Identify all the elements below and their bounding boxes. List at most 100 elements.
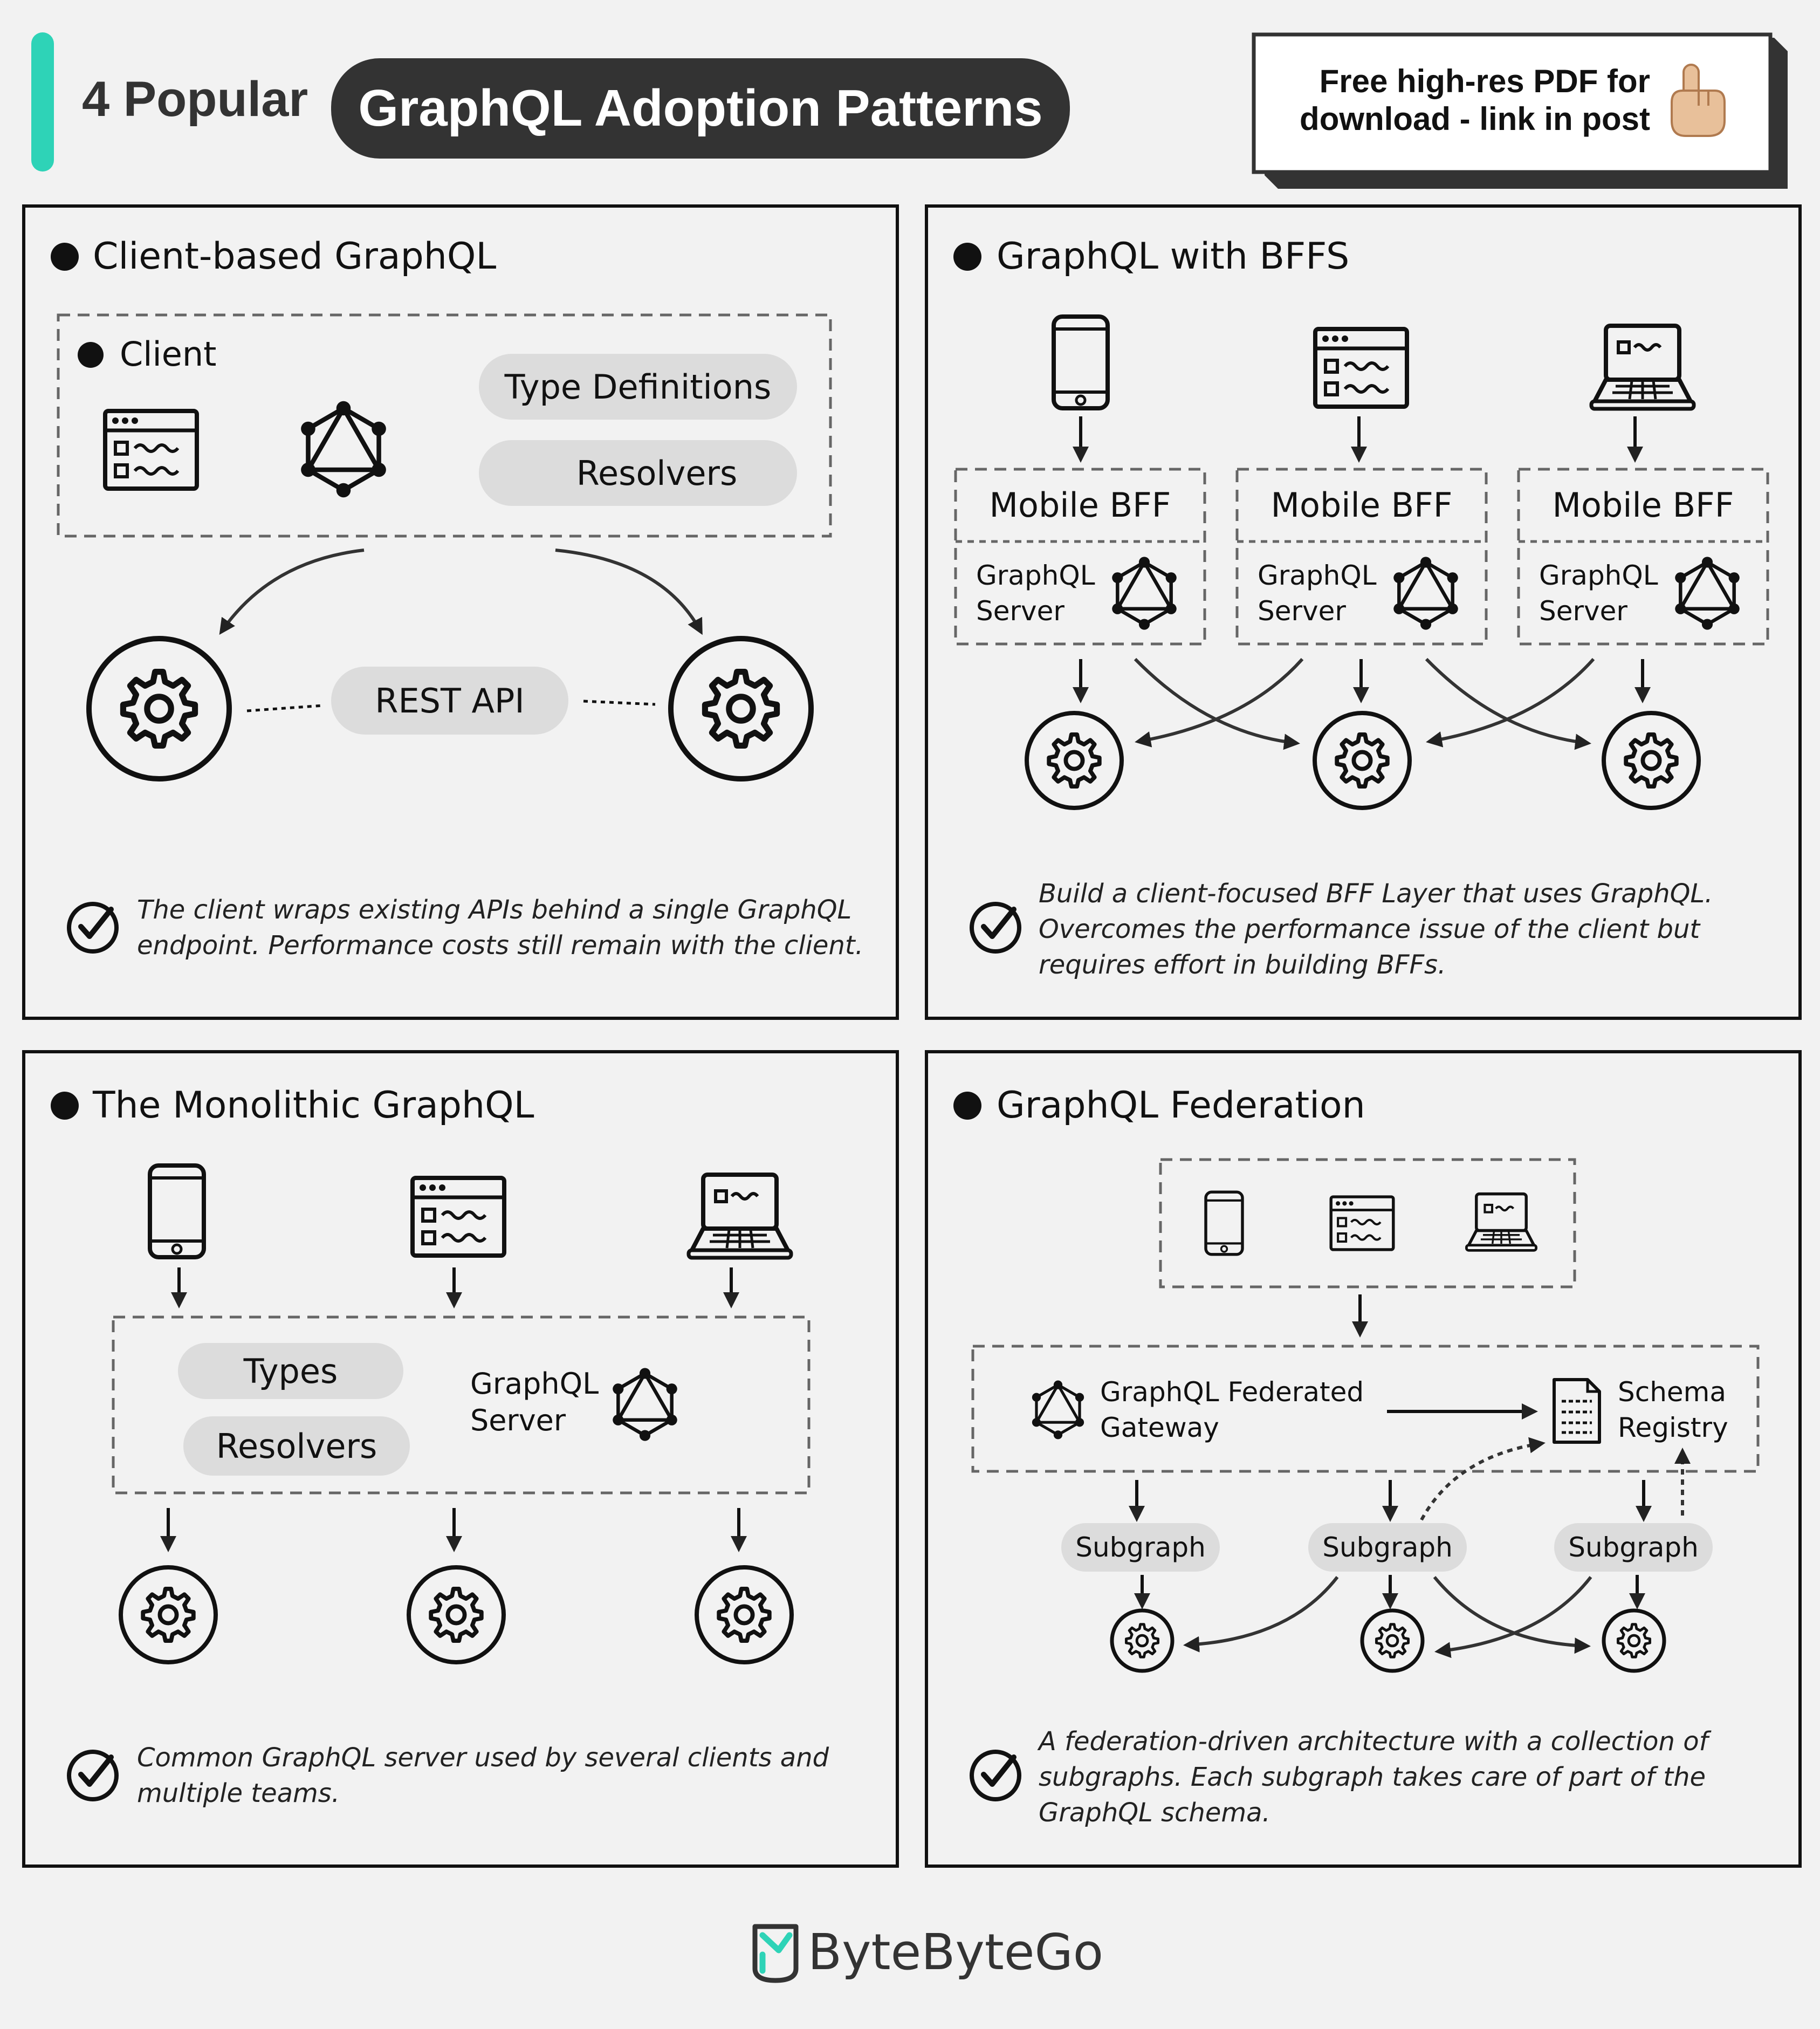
- laptop-icon: [689, 1175, 791, 1258]
- schema-registry-label: Schema Registry: [1618, 1374, 1728, 1445]
- service-gear-icon: [1360, 1608, 1425, 1673]
- types-pill: Types: [178, 1343, 403, 1399]
- desc-line: endpoint. Performance costs still remain…: [137, 930, 863, 961]
- brand-name: ByteByteGo: [808, 1923, 1104, 1981]
- dotted-arrow: [1420, 1437, 1546, 1521]
- check-icon: [972, 904, 1019, 951]
- bff-name: Mobile BFF: [1270, 485, 1453, 525]
- arrow: [1134, 657, 1300, 750]
- panel-description: Common GraphQL server used by several cl…: [137, 1740, 829, 1811]
- bullet-icon: [78, 342, 104, 368]
- bff-name: Mobile BFF: [1552, 485, 1734, 525]
- label-line: Server: [1258, 595, 1346, 627]
- label-line: Registry: [1618, 1412, 1728, 1443]
- browser-icon: [413, 1178, 504, 1256]
- panel-heading: GraphQL with BFFS: [997, 235, 1350, 278]
- accent-bar: [31, 32, 54, 172]
- bytebytego-logo-icon: [752, 1924, 799, 1983]
- label-line: Server: [1539, 595, 1627, 627]
- bff-server-label: GraphQL Server: [976, 558, 1095, 629]
- check-icon: [69, 1752, 116, 1799]
- desc-line: GraphQL schema.: [1039, 1798, 1270, 1828]
- panel-description: A federation-driven architecture with a …: [1039, 1724, 1708, 1831]
- arrow: [1183, 1576, 1339, 1653]
- panel-heading: GraphQL Federation: [997, 1084, 1365, 1127]
- bullet-icon: [51, 1092, 79, 1120]
- bff-server-label: GraphQL Server: [1539, 558, 1658, 629]
- check-icon: [972, 1752, 1019, 1799]
- arrow: [1433, 1576, 1591, 1654]
- graphql-logo-icon: [301, 401, 386, 498]
- phone-icon: [150, 1166, 204, 1257]
- desc-line: requires effort in building BFFs.: [1039, 950, 1446, 980]
- service-gear-icon: [1110, 1608, 1175, 1673]
- promo-line: Free high-res PDF for: [1319, 63, 1650, 99]
- panel-federation: [925, 1050, 1802, 1868]
- desc-line: The client wraps existing APIs behind a …: [137, 895, 852, 925]
- label-line: Schema: [1618, 1376, 1727, 1408]
- promo-line: download - link in post: [1300, 101, 1650, 137]
- panel-client-based: [22, 204, 899, 1020]
- browser-icon: [105, 411, 197, 489]
- arrow: [1426, 658, 1595, 748]
- monolith-dashed-box: [112, 1315, 811, 1495]
- bff-box: [1235, 468, 1488, 646]
- graphql-logo-icon: [1112, 557, 1177, 629]
- arrow: [1425, 657, 1591, 750]
- desc-line: Build a client-focused BFF Layer that us…: [1039, 879, 1713, 909]
- laptop-icon: [1591, 326, 1694, 409]
- dotted-link: [246, 704, 324, 712]
- rest-api-pill: REST API: [331, 667, 568, 735]
- label-line: Server: [976, 595, 1064, 627]
- resolvers-pill: Resolvers: [183, 1416, 410, 1476]
- panel-description: The client wraps existing APIs behind a …: [137, 892, 863, 963]
- dotted-link: [583, 700, 656, 706]
- label-line: Server: [470, 1403, 566, 1437]
- gateway-dashed-box: [971, 1345, 1760, 1473]
- service-gear-icon: [695, 1565, 794, 1664]
- arrow: [555, 549, 703, 635]
- title-prefix: 4 Popular: [82, 72, 308, 127]
- phone-icon: [1206, 1192, 1242, 1255]
- client-label: Client: [120, 334, 217, 374]
- arrow: [1135, 658, 1304, 748]
- service-gear-icon: [119, 1565, 218, 1664]
- subgraph-pill: Subgraph: [1554, 1523, 1713, 1572]
- bff-name: Mobile BFF: [989, 485, 1171, 525]
- panel-heading: Client-based GraphQL: [93, 235, 497, 278]
- desc-line: Common GraphQL server used by several cl…: [137, 1743, 829, 1773]
- type-definitions-pill: Type Definitions: [479, 354, 797, 420]
- bullet-icon: [953, 243, 981, 271]
- page-title: GraphQL Adoption Patterns: [331, 58, 1070, 159]
- subgraph-pill: Subgraph: [1308, 1523, 1467, 1572]
- bullet-icon: [953, 1092, 981, 1120]
- desc-line: subgraphs. Each subgraph takes care of p…: [1039, 1762, 1706, 1792]
- service-gear-icon: [1602, 1608, 1666, 1673]
- browser-icon: [1331, 1197, 1393, 1250]
- graphql-logo-icon: [1675, 557, 1740, 629]
- client-dashed-box: [57, 313, 832, 538]
- desc-line: Overcomes the performance issue of the c…: [1039, 914, 1700, 944]
- laptop-icon: [1466, 1194, 1536, 1251]
- subgraph-pill: Subgraph: [1061, 1523, 1220, 1572]
- promo-text[interactable]: Free high-res PDF for download - link in…: [1262, 63, 1650, 138]
- service-gear-icon: [407, 1565, 506, 1664]
- panel-monolithic: [22, 1050, 899, 1868]
- panel-heading: The Monolithic GraphQL: [93, 1084, 534, 1127]
- bullet-icon: [51, 243, 79, 271]
- label-line: GraphQL: [1258, 560, 1377, 591]
- label-line: GraphQL Federated: [1100, 1376, 1364, 1408]
- arrow: [219, 549, 365, 635]
- service-gear-icon: [86, 636, 232, 782]
- graphql-logo-icon: [1393, 557, 1458, 629]
- check-icon: [69, 904, 116, 951]
- service-gear-icon: [1602, 711, 1701, 810]
- graphql-logo-icon: [613, 1368, 677, 1441]
- panel-bffs: [925, 204, 1802, 1020]
- label-line: GraphQL: [470, 1367, 599, 1401]
- gateway-label: GraphQL Federated Gateway: [1100, 1374, 1364, 1445]
- panel-description: Build a client-focused BFF Layer that us…: [1039, 876, 1713, 983]
- browser-icon: [1315, 329, 1407, 407]
- bff-box: [1517, 468, 1769, 646]
- label-line: GraphQL: [976, 560, 1095, 591]
